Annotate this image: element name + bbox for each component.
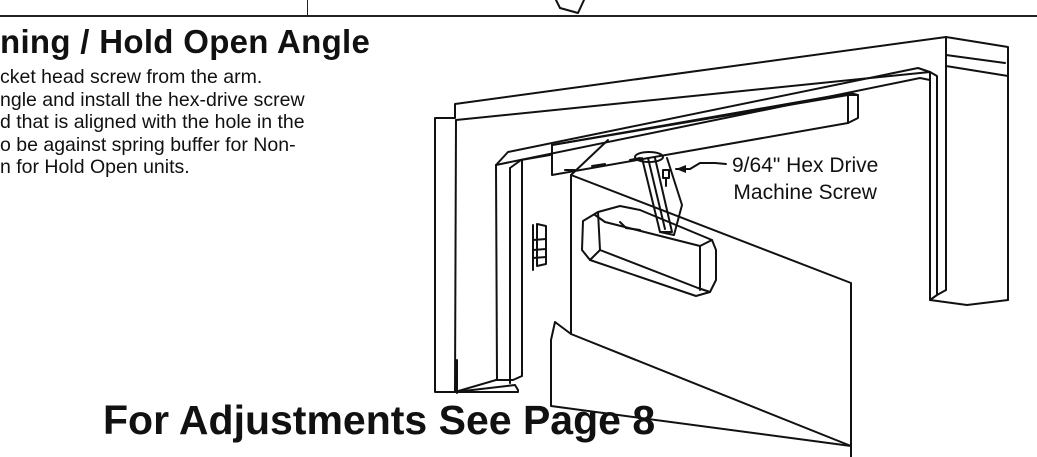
instruction-line: n for Hold Open units.: [0, 156, 190, 178]
closer-body: [581, 205, 717, 297]
top-column-divider: [307, 0, 308, 16]
top-rule: [0, 15, 1037, 17]
instruction-line: o be against spring buffer for Non-: [0, 133, 296, 156]
adjustments-note: For Adjustments See Page 8: [103, 397, 656, 443]
instruction-line: d that is aligned with the hole in the: [0, 111, 305, 133]
instruction-line: ngle and install the hex-drive screw: [0, 88, 305, 111]
screw-callout: 9/64" Hex Drive Machine Screw: [732, 152, 878, 206]
instruction-line: cket head screw from the arm.: [0, 66, 263, 88]
partial-icon: [555, 0, 585, 14]
closer-arm: [641, 157, 673, 233]
door-closer-illustration: [434, 0, 1009, 457]
door-frame-outer: [434, 36, 1009, 393]
closer-track: [551, 92, 859, 176]
hex-screw: [662, 169, 670, 187]
leader-arrowhead: [676, 165, 686, 173]
callout-line: 9/64" Hex Drive: [732, 154, 879, 177]
hinge: [532, 223, 547, 271]
instruction-text: cket head screw from the arm. ngle and i…: [0, 66, 420, 179]
callout-line: Machine Screw: [733, 181, 877, 204]
section-title: ning / Hold Open Angle: [0, 23, 371, 60]
